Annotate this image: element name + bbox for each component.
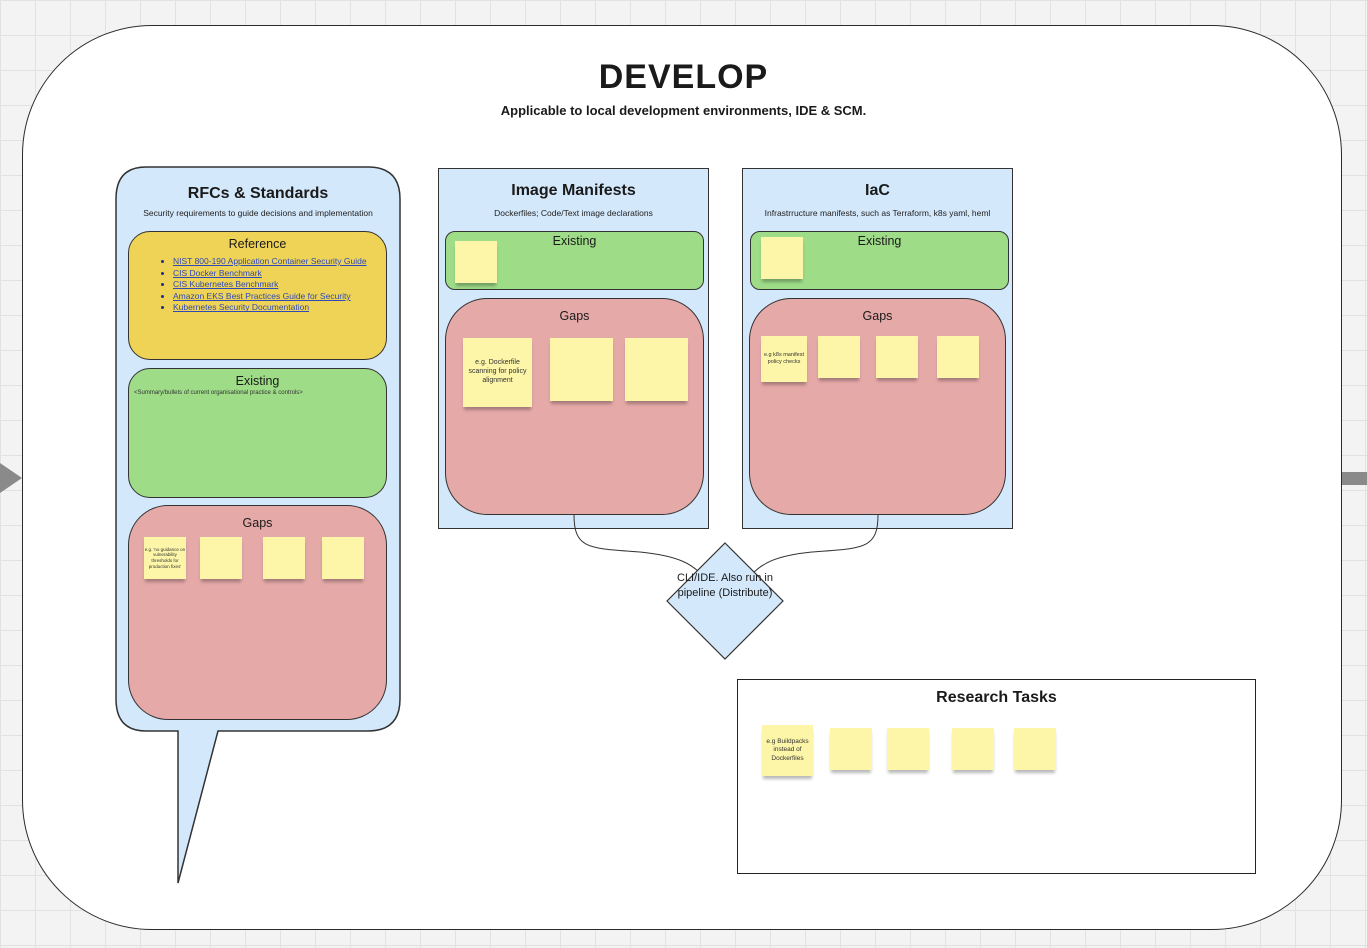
sticky-note-blank[interactable] [887, 728, 929, 770]
rfcs-panel: RFCs & Standards Security requirements t… [116, 167, 400, 727]
sticky-note-blank[interactable] [937, 336, 979, 378]
reference-item: CIS Docker Benchmark [173, 268, 367, 280]
image-manifests-gaps-title: Gaps [559, 309, 590, 323]
reference-link[interactable]: CIS Kubernetes Benchmark [173, 279, 279, 290]
image-manifests-existing-title: Existing [552, 234, 597, 248]
sticky-note-blank[interactable] [761, 237, 803, 279]
reference-list: NIST 800-190 Application Container Secur… [161, 256, 367, 314]
sticky-note-blank[interactable] [1014, 728, 1056, 770]
reference-link[interactable]: Amazon EKS Best Practices Guide for Secu… [173, 290, 351, 301]
rfcs-title: RFCs & Standards [187, 185, 329, 202]
rfcs-existing-title: Existing [235, 374, 280, 388]
rfcs-existing-note: <Summary/bullets of current organisation… [134, 390, 303, 396]
iac-existing-title: Existing [857, 234, 902, 248]
reference-item: NIST 800-190 Application Container Secur… [173, 256, 367, 268]
sticky-note-blank[interactable] [830, 728, 872, 770]
sticky-note-blank[interactable] [322, 537, 364, 579]
rfcs-existing-box[interactable]: Existing <Summary/bullets of current org… [128, 368, 387, 498]
iac-gaps-title: Gaps [862, 309, 893, 323]
left-arrow-connector [0, 463, 22, 493]
sticky-note-blank[interactable] [876, 336, 918, 378]
sticky-note-blank[interactable] [455, 241, 497, 283]
sticky-note[interactable]: e.g Buildpacks instead of Dockerfiles [762, 725, 813, 776]
research-tasks-title: Research Tasks [936, 689, 1057, 706]
reference-link[interactable]: NIST 800-190 Application Container Secur… [173, 256, 367, 266]
decision-diamond[interactable] [664, 540, 786, 662]
research-tasks-box[interactable]: Research Tasks [737, 679, 1256, 874]
reference-item: Amazon EKS Best Practices Guide for Secu… [173, 291, 367, 303]
sticky-note-blank[interactable] [263, 537, 305, 579]
iac-title: IaC [865, 182, 890, 199]
iac-gaps-box[interactable]: Gaps [749, 298, 1006, 515]
reference-box[interactable]: Reference NIST 800-190 Application Conta… [128, 231, 387, 360]
sticky-note-blank[interactable] [952, 728, 994, 770]
sticky-note[interactable]: e.g. Dockerfile scanning for policy alig… [463, 338, 532, 407]
board-title: DEVELOP [598, 58, 769, 96]
rfcs-description: Security requirements to guide decisions… [143, 208, 373, 218]
board-subtitle: Applicable to local development environm… [500, 103, 867, 118]
rfcs-gaps-title: Gaps [242, 516, 273, 530]
reference-link[interactable]: CIS Docker Benchmark [173, 267, 262, 278]
reference-item: Kubernetes Security Documentation [173, 302, 367, 314]
right-arrow-connector [1342, 472, 1367, 485]
reference-link[interactable]: Kubernetes Security Documentation [173, 302, 310, 313]
sticky-note-blank[interactable] [550, 338, 613, 401]
reference-title: Reference [228, 237, 287, 251]
iac-description: Infrastrructure manifests, such as Terra… [764, 208, 991, 218]
image-manifests-gaps-box[interactable]: Gaps [445, 298, 704, 515]
decision-connectors [573, 514, 879, 574]
image-manifests-title: Image Manifests [511, 182, 636, 199]
sticky-note-blank[interactable] [625, 338, 688, 401]
image-manifests-description: Dockerfiles; Code/Text image declaration… [494, 208, 653, 218]
sticky-note[interactable]: e.g k8s manifest policy checks [761, 336, 807, 382]
sticky-note-blank[interactable] [818, 336, 860, 378]
decision-text: CLI/IDE. Also run in pipeline (Distribut… [677, 572, 773, 599]
sticky-note[interactable]: e.g. 'no guidance on vulnerability thres… [144, 537, 186, 579]
reference-item: CIS Kubernetes Benchmark [173, 279, 367, 291]
sticky-note-blank[interactable] [200, 537, 242, 579]
